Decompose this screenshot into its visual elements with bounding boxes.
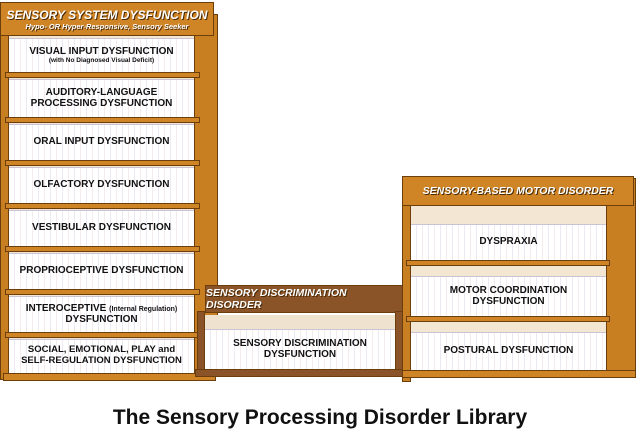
- shelf-board: [5, 117, 200, 123]
- shelf-title: DYSPRAXIA: [479, 236, 538, 248]
- shelf-title-line1: SENSORY DISCRIMINATION: [233, 337, 367, 349]
- shelf-board: [406, 316, 610, 322]
- bookcase-header: SENSORY SYSTEM DYSFUNCTION Hypo- OR Hype…: [0, 2, 214, 36]
- book-row: [411, 276, 606, 316]
- shelf-board: [5, 160, 200, 166]
- sensory-system-bookcase: SENSORY SYSTEM DYSFUNCTION Hypo- OR Hype…: [0, 0, 220, 390]
- bookcase-base: [195, 369, 407, 377]
- shelf-board: [5, 72, 200, 78]
- shelf-title-line1: AUDITORY-LANGUAGE: [45, 86, 158, 98]
- shelf-label-oral: ORAL INPUT DYSFUNCTION: [9, 124, 194, 160]
- shelf-label-social: SOCIAL, EMOTIONAL, PLAY and SELF-REGULAT…: [9, 339, 194, 373]
- shelf-label-interoceptive: INTEROCEPTIVE (Internal Regulation) DYSF…: [9, 296, 194, 332]
- shelf-title-line1: SOCIAL, EMOTIONAL, PLAY and: [27, 344, 176, 356]
- shelf-label-proprioceptive: PROPRIOCEPTIVE DYSFUNCTION: [9, 253, 194, 289]
- shelf-board: [406, 260, 610, 266]
- shelf-title: PROPRIOCEPTIVE DYSFUNCTION: [19, 265, 184, 277]
- sensory-discrimination-bookcase: SENSORY DISCRIMINATION DISORDER SENSORY …: [195, 285, 407, 385]
- shelf-title: VISUAL INPUT DYSFUNCTION: [29, 45, 174, 57]
- bookcase-header: SENSORY-BASED MOTOR DISORDER: [402, 176, 634, 206]
- book-row: [9, 124, 194, 160]
- shelf-board: [5, 332, 200, 338]
- shelf-board: [5, 203, 200, 209]
- book-row: [9, 253, 194, 289]
- shelf-label-postural: POSTURAL DYSFUNCTION: [411, 332, 606, 370]
- bookcase-title: SENSORY DISCRIMINATION DISORDER: [206, 287, 347, 311]
- shelf-board: [5, 246, 200, 252]
- shelf-label-olfactory: OLFACTORY DYSFUNCTION: [9, 167, 194, 203]
- shelf-title-line1: MOTOR COORDINATION: [449, 284, 568, 296]
- shelf-title-line1: INTEROCEPTIVE: [25, 302, 107, 314]
- bookcase-left-post: [197, 311, 205, 377]
- shelf-board: [5, 289, 200, 295]
- shelf-title-line2: DYSFUNCTION: [263, 349, 337, 360]
- shelf-note: (Internal Regulation): [109, 305, 178, 313]
- shelf-label-dyspraxia: DYSPRAXIA: [411, 224, 606, 260]
- shelf-note: (with No Diagnosed Visual Deficit): [48, 56, 155, 64]
- bookcase-title: SENSORY SYSTEM DYSFUNCTION: [6, 7, 208, 22]
- shelf-title: ORAL INPUT DYSFUNCTION: [33, 136, 170, 148]
- book-row: [411, 332, 606, 370]
- bookcase-base: [402, 370, 636, 378]
- book-row: [9, 79, 194, 117]
- book-row: [9, 38, 194, 72]
- sensory-motor-bookcase: SENSORY-BASED MOTOR DISORDER DYSPRAXIA M…: [400, 172, 640, 387]
- shelf-label-visual: VISUAL INPUT DYSFUNCTION (with No Diagno…: [9, 38, 194, 72]
- shelf-title-line1-wrap: INTEROCEPTIVE (Internal Regulation): [26, 303, 177, 314]
- bookcase-base: [3, 373, 216, 381]
- shelf-label-motor-coordination: MOTOR COORDINATION DYSFUNCTION: [411, 276, 606, 316]
- bookcase-subtitle: Hypo- OR Hyper-Responsive, Sensory Seeke…: [25, 21, 189, 31]
- bookcase-left-post: [402, 186, 411, 382]
- shelf-title-line2: DYSFUNCTION: [65, 314, 138, 325]
- shelf-title-line2: PROCESSING DYSFUNCTION: [30, 98, 173, 109]
- shelf-title: POSTURAL DYSFUNCTION: [443, 345, 574, 357]
- shelf-title: VESTIBULAR DYSFUNCTION: [32, 222, 171, 234]
- shelf-title: OLFACTORY DYSFUNCTION: [33, 179, 170, 191]
- book-row: [9, 167, 194, 203]
- library-caption: The Sensory Processing Disorder Library: [112, 406, 528, 429]
- book-row: [411, 224, 606, 260]
- bookcase-title: SENSORY-BASED MOTOR DISORDER: [422, 185, 614, 197]
- bookcase-header: SENSORY DISCRIMINATION DISORDER: [205, 285, 405, 313]
- book-row: [205, 329, 395, 369]
- bookcase-side-panel: [606, 178, 636, 378]
- shelf-title-line2: SELF-REGULATION DYSFUNCTION: [21, 355, 182, 366]
- shelf-label-discrimination: SENSORY DISCRIMINATION DYSFUNCTION: [205, 329, 395, 369]
- shelf-label-vestibular: VESTIBULAR DYSFUNCTION: [9, 210, 194, 246]
- shelf-title-line2: DYSFUNCTION: [472, 296, 545, 307]
- book-row: [9, 210, 194, 246]
- shelf-label-auditory: AUDITORY-LANGUAGE PROCESSING DYSFUNCTION: [9, 79, 194, 117]
- book-row: [9, 339, 194, 373]
- book-row: [9, 296, 194, 332]
